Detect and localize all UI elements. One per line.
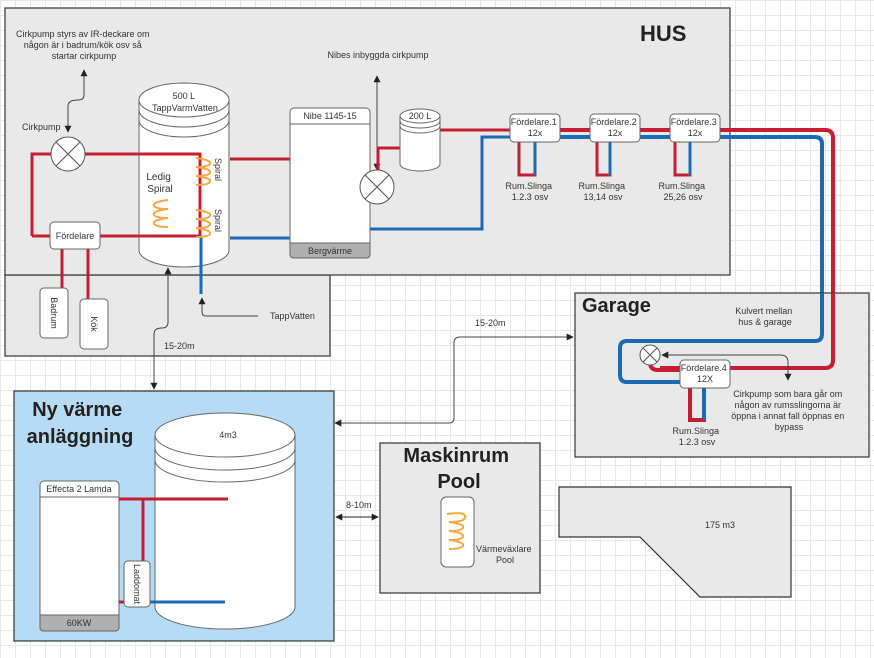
kok-label: Kök [89, 316, 99, 332]
ny-varme-hot-pipes [119, 497, 228, 604]
coil-icon [152, 199, 169, 228]
fordelare-label: Fördelare [56, 231, 95, 241]
pool-shape [558, 486, 792, 598]
badrum-label: Badrum [49, 297, 59, 329]
tank-4m3-label: 4m3 [219, 430, 237, 440]
tank-4m3[interactable] [154, 412, 296, 630]
garage-pump-arrow [661, 351, 792, 381]
manifold-3[interactable] [669, 113, 721, 177]
manifold-3-label: Fördelare.3 12x [671, 117, 720, 138]
tank-200l[interactable] [399, 108, 441, 172]
coil-icon [195, 209, 212, 238]
garage-title: Garage [582, 295, 651, 317]
manifold-4[interactable] [679, 359, 731, 389]
nibe-pump-symbol[interactable] [359, 169, 395, 205]
ledig-spiral-label: Ledig Spiral [146, 172, 173, 195]
garage-pump-note: Cirkpump som bara går om någon av rumssl… [731, 389, 847, 432]
hus-title: HUS [640, 21, 686, 46]
tappvatten-arrow [198, 297, 258, 317]
distance-hus-ny-label: 15-20m [164, 341, 195, 351]
manifold-4-label: Fördelare.4 12X [681, 363, 730, 384]
nibe-footer: Bergvärme [308, 246, 352, 256]
boiler-footer: 60KW [67, 618, 92, 628]
badrum-box[interactable] [39, 287, 69, 339]
boiler-effecta[interactable] [39, 480, 120, 632]
nibe-cold-pipes [370, 135, 510, 231]
manifold-3-loop: Rum.Slinga 25,26 osv [658, 181, 707, 202]
manifold-1[interactable] [509, 113, 561, 177]
coil-icon [195, 157, 212, 186]
manifold-1-label: Fördelare.1 12x [511, 117, 560, 138]
spiral-bottom-label: Spiral [213, 209, 223, 232]
distance-arrow-hus-ny [150, 267, 172, 390]
manifold-2[interactable] [589, 113, 641, 177]
kok-box[interactable] [79, 298, 109, 350]
boiler-title: Effecta 2 Lamda [46, 484, 111, 494]
nibe-pump-note: Nibes inbyggda cirkpump [327, 50, 428, 60]
heat-exchanger-label: Värmeväxlare Pool [476, 544, 534, 565]
distance-arrow-ny-garage [334, 333, 574, 427]
cirkpump-note: Cirkpump styrs av IR-deckare om någon är… [16, 29, 152, 61]
distance-ny-pool-label: 8-10m [346, 500, 372, 510]
garage-cold-pipes [618, 293, 824, 420]
nibe-title: Nibe 1145-15 [303, 111, 356, 121]
laddomat-label: Laddomat [132, 564, 142, 605]
laddomat-box[interactable] [123, 560, 151, 608]
ny-varme-title: Ny värme anläggning [27, 399, 134, 448]
manifold-2-label: Fördelare.2 12x [591, 117, 640, 138]
distance-ny-garage-label: 15-20m [475, 318, 506, 328]
manifold-2-loop: Rum.Slinga 13,14 osv [578, 181, 627, 202]
tank-500l-label: 500 L TappVarmVatten [152, 91, 218, 113]
nibe-heat-pump[interactable] [289, 107, 371, 259]
tank-internal-hot-pipes [139, 152, 202, 238]
cirkpump-label: Cirkpump [22, 122, 61, 132]
garage-loop-label: Rum.Slinga 1.2.3 osv [672, 426, 721, 447]
tappvatten-label: TappVatten [270, 311, 315, 321]
pool-volume-label: 175 m3 [705, 520, 735, 530]
coil-icon [446, 512, 467, 550]
cirkpump-symbol[interactable] [50, 136, 86, 172]
spiral-top-label: Spiral [213, 158, 223, 181]
garage-pump-symbol[interactable] [639, 344, 661, 366]
tank-200l-label: 200 L [409, 111, 432, 121]
kulvert-label: Kulvert mellan hus & garage [735, 306, 795, 327]
nibe-hot-pipes [376, 128, 510, 170]
cirkpump-signal-arrow [64, 69, 88, 133]
fordelare-box[interactable] [49, 221, 101, 250]
maskinrum-pool-title: Maskinrum Pool [403, 445, 514, 493]
tank-500l[interactable] [138, 82, 230, 268]
manifold-1-loop: Rum.Slinga 1.2.3 osv [505, 181, 554, 202]
